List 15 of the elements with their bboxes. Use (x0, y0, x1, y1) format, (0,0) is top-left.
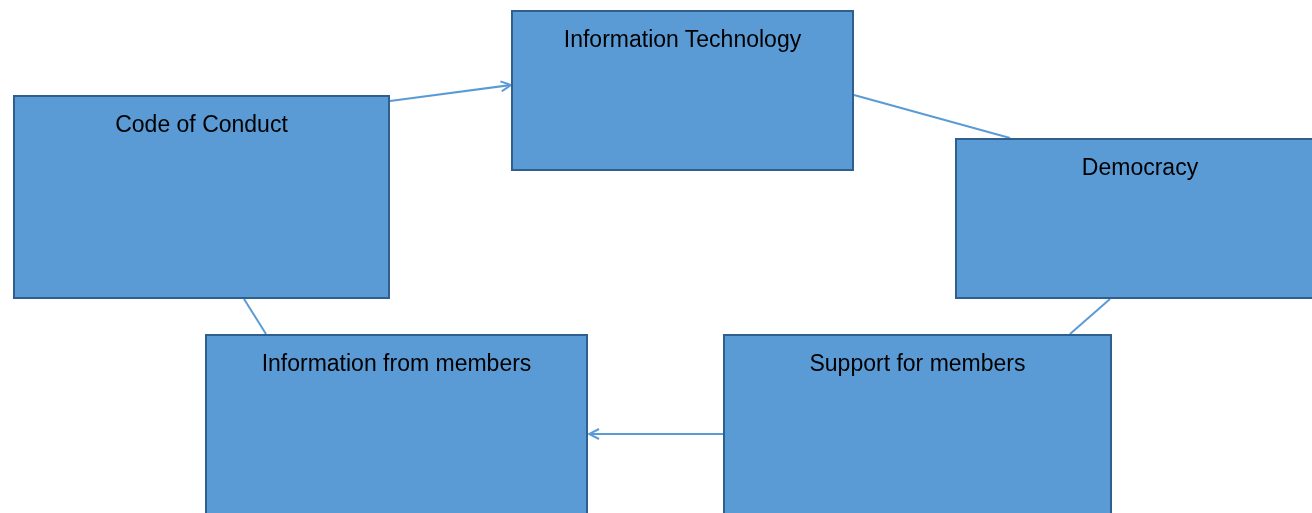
box-label: Code of Conduct (115, 111, 288, 138)
process-box (13, 95, 390, 299)
box-label: Information Technology (563, 26, 802, 53)
process-box (205, 334, 588, 513)
process-box (723, 334, 1112, 513)
box-label: Support for members (809, 350, 1026, 377)
connector-line (243, 298, 267, 335)
box-label: Information from members (261, 350, 532, 377)
connector-line (1069, 298, 1111, 335)
arrow (389, 80, 512, 102)
box-label: Democracy (1081, 154, 1199, 181)
arrow (588, 428, 724, 440)
process-box (511, 10, 854, 171)
process-box (955, 138, 1312, 299)
connector-line (853, 94, 1011, 139)
